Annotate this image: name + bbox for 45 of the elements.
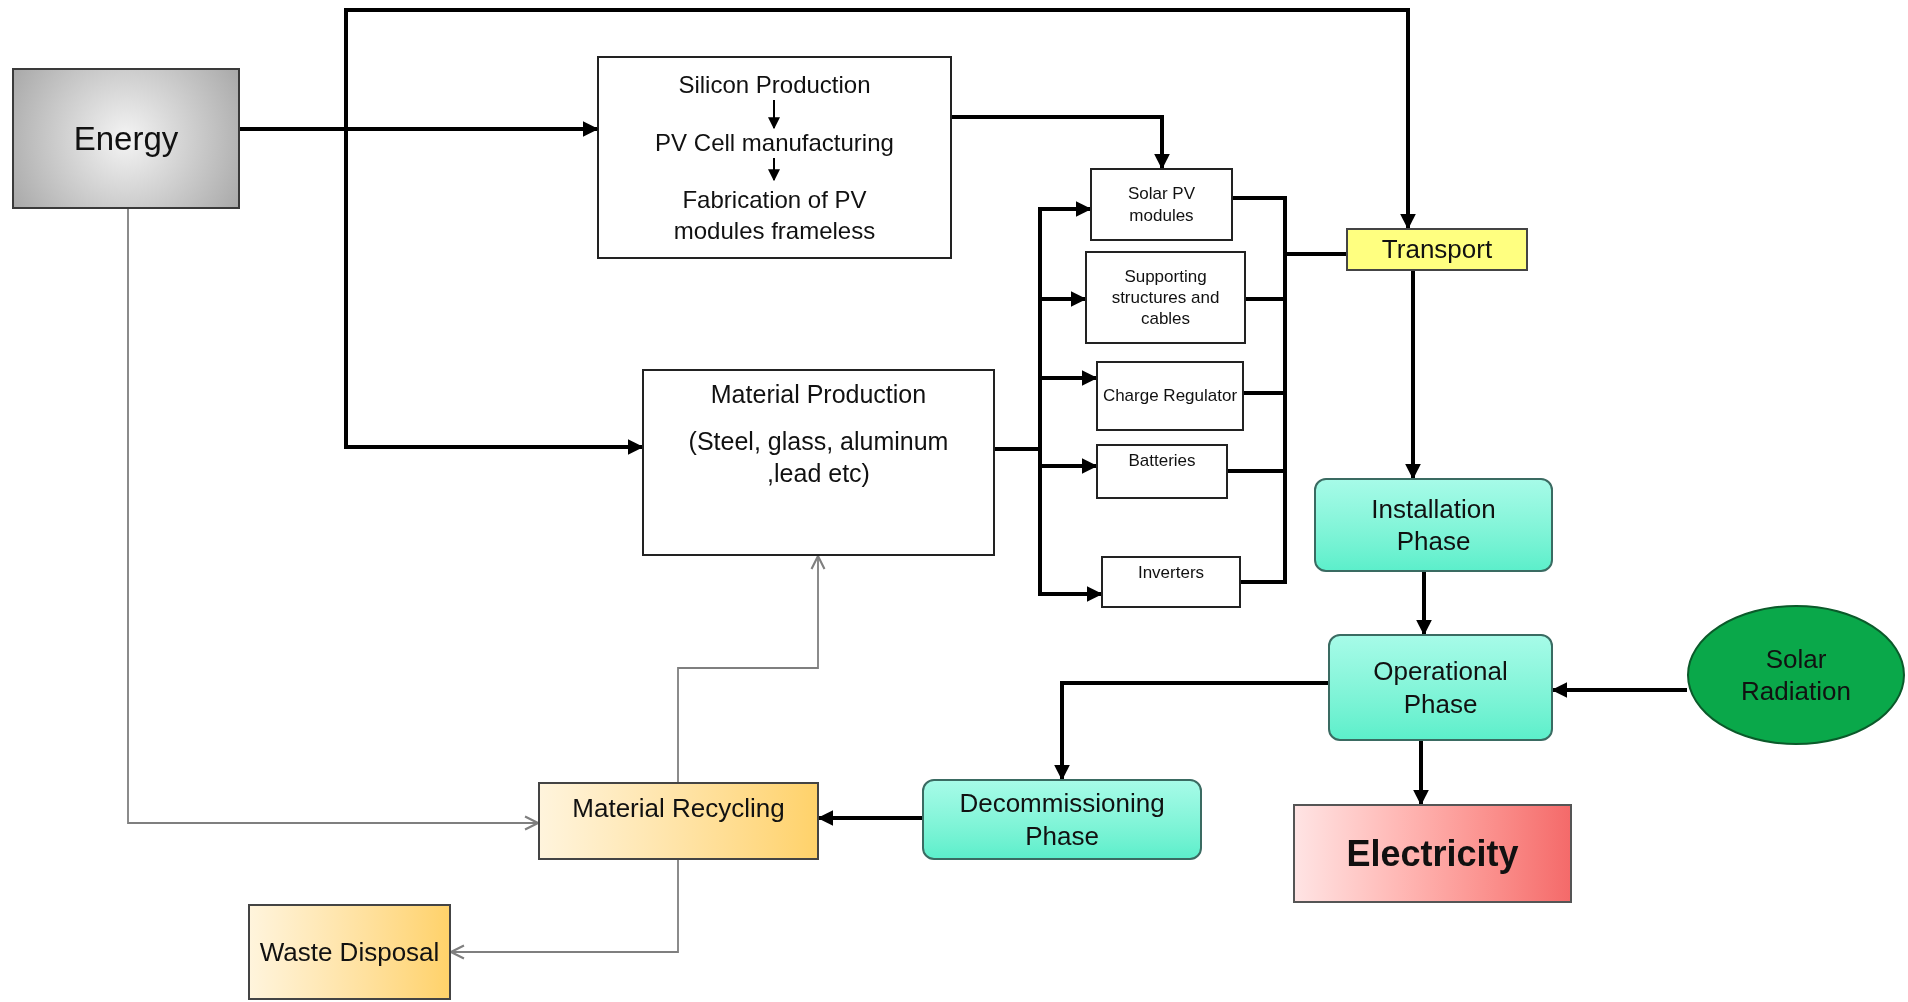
box-label: Transport	[1380, 233, 1494, 266]
box-label: Supporting structures and cables	[1110, 265, 1221, 330]
phase-box	[1314, 478, 1553, 572]
step-label: PV Cell manufacturing	[617, 128, 932, 158]
box-label: Solar Radiation	[1740, 642, 1852, 708]
box-label: Material Recycling	[571, 792, 786, 825]
box-label: Charge Regulator	[1101, 385, 1239, 407]
box-label: Electricity	[1345, 832, 1520, 876]
component-box	[1096, 444, 1228, 499]
box-label: Installation Phase	[1370, 492, 1497, 558]
box-label: Batteries	[1127, 450, 1197, 472]
box-label: Energy	[72, 118, 180, 159]
process-box	[538, 782, 819, 860]
phase-box	[1328, 634, 1553, 741]
component-box	[1096, 361, 1244, 431]
component-box	[1090, 168, 1233, 241]
component-box	[1085, 251, 1246, 344]
box-label: Waste Disposal	[258, 935, 441, 969]
arrow	[677, 554, 826, 783]
arrow	[995, 447, 1103, 602]
box-label: Operational Phase	[1372, 655, 1509, 720]
process-box	[248, 904, 451, 1000]
process-box	[642, 369, 995, 556]
arrow	[768, 157, 780, 182]
arrow	[1413, 741, 1429, 806]
arrow	[768, 99, 780, 130]
arrow	[127, 208, 540, 831]
process-box	[12, 68, 240, 209]
box-label: Decommissioning Phase	[958, 787, 1166, 852]
arrow	[1054, 681, 1328, 781]
arrow	[1551, 682, 1687, 698]
component-box	[1101, 556, 1241, 608]
arrow	[952, 115, 1170, 170]
phase-box	[922, 779, 1202, 860]
step-label: Fabrication of PV modules frameless	[659, 180, 890, 250]
output-box	[1293, 804, 1572, 903]
step-label: Silicon Production	[617, 70, 932, 100]
arrow	[1416, 572, 1432, 636]
box-label: Inverters	[1136, 562, 1206, 584]
process-box	[597, 56, 952, 259]
box-note: (Steel, glass, aluminum ,lead etc)	[687, 426, 950, 489]
box-label: Material Production	[709, 379, 928, 410]
process-box	[1346, 228, 1528, 271]
box-label: Solar PV modules	[1126, 183, 1197, 226]
arrow	[1405, 271, 1421, 480]
